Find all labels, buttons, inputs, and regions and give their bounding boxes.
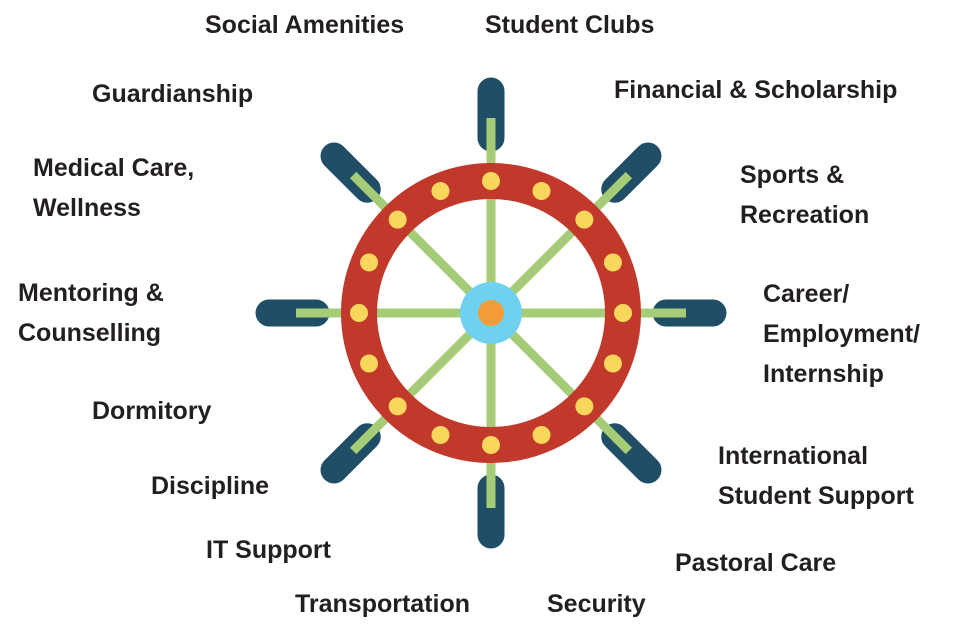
label-line: Counselling xyxy=(18,319,162,347)
rim-dot xyxy=(388,210,407,229)
label-line: Social Amenities xyxy=(205,11,405,39)
rim-dot xyxy=(482,436,500,454)
label-guardianship: Guardianship xyxy=(92,74,253,114)
label-mentoring-counselling: Mentoring & Counselling xyxy=(18,273,164,353)
label-pastoral-care: Pastoral Care xyxy=(675,543,836,583)
label-line: Dormitory xyxy=(92,397,212,425)
label-line: Security xyxy=(547,590,646,618)
label-line: Student Support xyxy=(718,482,914,510)
rim-dot xyxy=(603,354,622,373)
rim-dot xyxy=(532,425,551,444)
wheel-spokes xyxy=(296,118,686,508)
label-line: Guardianship xyxy=(92,80,254,108)
label-medical-care-wellness: Medical Care, Wellness xyxy=(33,148,194,228)
wheel-hub xyxy=(460,282,522,344)
label-security: Security xyxy=(547,584,646,624)
rim-dot xyxy=(360,253,379,272)
label-line: Internship xyxy=(763,360,884,388)
rim-dot xyxy=(350,304,368,322)
rim-dot xyxy=(575,210,594,229)
label-line: Discipline xyxy=(151,472,270,500)
hub-center-circle xyxy=(478,300,504,326)
label-line: Medical Care, xyxy=(33,154,195,182)
label-line: International xyxy=(718,442,869,470)
label-line: Employment/ xyxy=(763,320,920,348)
rim-dot xyxy=(532,182,551,201)
rim-dot xyxy=(603,253,622,272)
rim-dot xyxy=(431,182,450,201)
label-line: Recreation xyxy=(740,201,870,229)
label-line: IT Support xyxy=(206,536,331,564)
label-line: Sports & xyxy=(740,161,845,189)
rim-dot xyxy=(431,425,450,444)
label-sports-recreation: Sports & Recreation xyxy=(740,155,869,235)
label-line: Mentoring & xyxy=(18,279,164,307)
rim-dot xyxy=(575,397,594,416)
label-social-amenities: Social Amenities xyxy=(205,5,404,45)
wheel-spoke xyxy=(349,171,495,317)
label-line: Career/ xyxy=(763,280,850,308)
rim-dot xyxy=(482,172,500,190)
rim-dot xyxy=(360,354,379,373)
label-line: Transportation xyxy=(295,590,471,618)
rim-dot xyxy=(388,397,407,416)
label-transportation: Transportation xyxy=(295,584,470,624)
label-career-employment-internship: Career/Employment/Internship xyxy=(763,274,920,394)
label-it-support: IT Support xyxy=(206,530,331,570)
label-student-clubs: Student Clubs xyxy=(485,5,654,45)
label-line: Pastoral Care xyxy=(675,549,837,577)
wheel-spoke xyxy=(487,171,633,317)
label-discipline: Discipline xyxy=(151,466,269,506)
label-financial-scholarship: Financial & Scholarship xyxy=(614,70,897,110)
label-line: Wellness xyxy=(33,194,141,222)
rim-dots xyxy=(350,172,632,454)
wheel-spoke xyxy=(487,309,633,455)
label-line: Financial & Scholarship xyxy=(614,76,898,104)
label-line: Student Clubs xyxy=(485,11,655,39)
wheel-spoke xyxy=(349,309,495,455)
rim-dot xyxy=(614,304,632,322)
label-dormitory: Dormitory xyxy=(92,391,211,431)
